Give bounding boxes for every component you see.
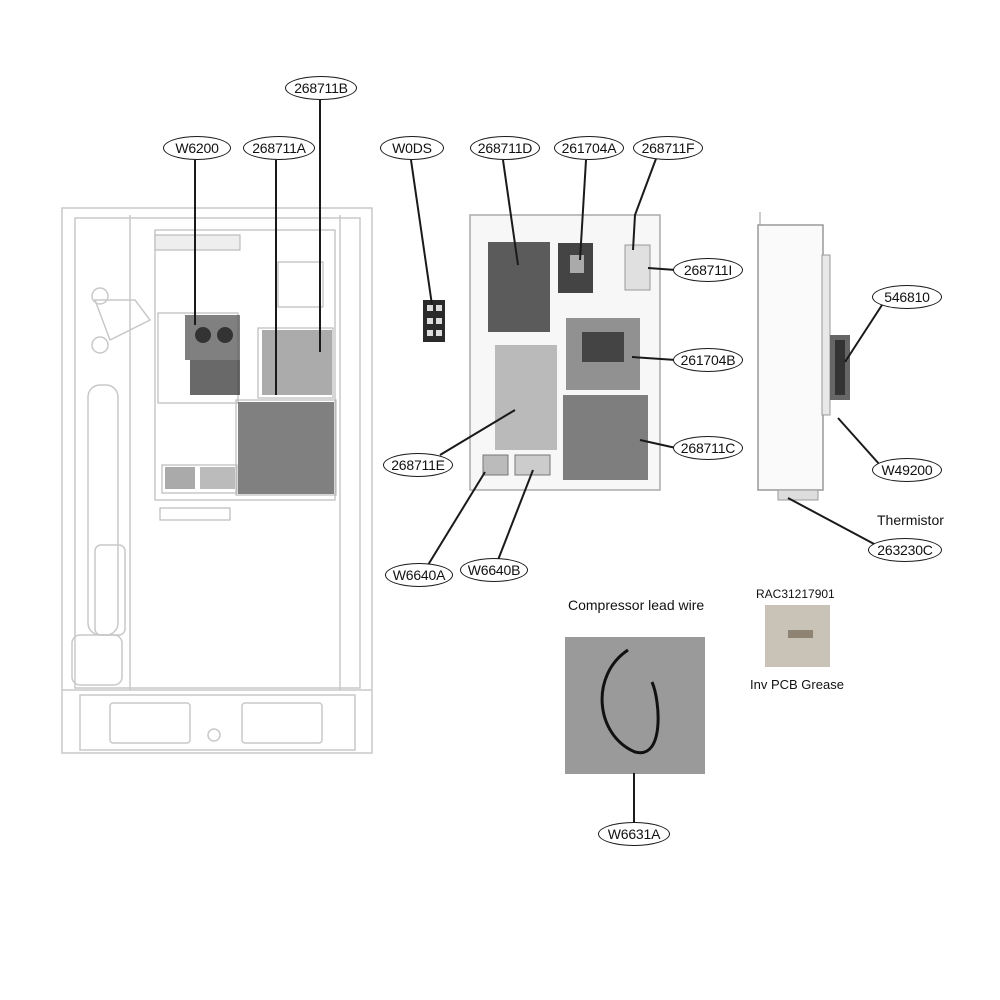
part-label-268711b: 268711B: [285, 76, 357, 100]
thermistor-caption: Thermistor: [877, 512, 944, 528]
part-label-261704a: 261704A: [554, 136, 624, 160]
w0ds-connector: [423, 300, 445, 342]
part-label-w0ds: W0DS: [380, 136, 444, 160]
pcb-grease-photo: [765, 605, 830, 667]
pcb-components-left: [165, 315, 334, 494]
part-label-546810: 546810: [872, 285, 942, 309]
part-label-w6640a: W6640A: [385, 563, 453, 587]
part-label-w6200: W6200: [163, 136, 231, 160]
part-label-268711d: 268711D: [470, 136, 540, 160]
part-label-w6631a: W6631A: [598, 822, 670, 846]
control-box: [154, 229, 337, 521]
grease-code-caption: RAC31217901: [756, 587, 835, 601]
part-label-268711i: 268711I: [673, 258, 743, 282]
part-label-w6640b: W6640B: [460, 558, 528, 582]
electrical-box: [469, 214, 661, 491]
part-label-268711f: 268711F: [633, 136, 703, 160]
outdoor-unit-cabinet: [61, 207, 373, 754]
part-label-268711e: 268711E: [383, 453, 453, 477]
compressor-lead-wire-photo: [565, 637, 705, 774]
part-label-261704b: 261704B: [673, 348, 743, 372]
side-panel: [757, 212, 850, 501]
part-label-268711c: 268711C: [673, 436, 743, 460]
part-label-w49200: W49200: [872, 458, 942, 482]
grease-name-caption: Inv PCB Grease: [750, 677, 844, 692]
part-label-263230c: 263230C: [868, 538, 942, 562]
part-label-268711a: 268711A: [243, 136, 315, 160]
leader-lines: [194, 100, 883, 822]
compressor-lead-wire-caption: Compressor lead wire: [568, 597, 705, 613]
